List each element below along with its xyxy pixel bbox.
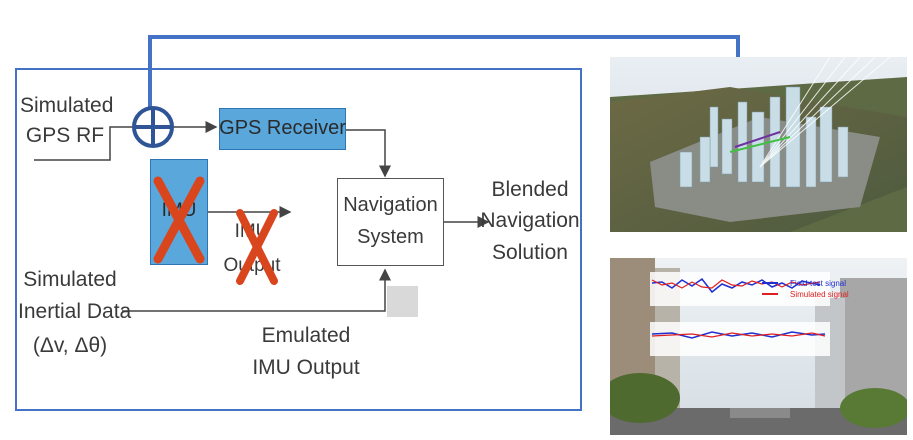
receiver-to-nav-arrow bbox=[346, 129, 391, 178]
chart-series-simulated-top bbox=[651, 279, 821, 289]
simulated-gps-rf-line-2: GPS RF bbox=[25, 124, 105, 147]
gps-rf-input-line bbox=[34, 126, 133, 161]
chart-series-simulated-bottom bbox=[651, 332, 826, 338]
gps-receiver-label: GPS Receiver bbox=[219, 117, 346, 139]
gps-receiver-box bbox=[219, 108, 346, 150]
simulated-inertial-line-1: Simulated bbox=[23, 268, 117, 291]
simulated-inertial-line-3: (Δv, Δθ) bbox=[32, 334, 108, 357]
diagram-frame bbox=[15, 68, 582, 411]
imu-output-cross-icon bbox=[236, 209, 278, 285]
blended-solution-line-3: Solution bbox=[492, 241, 568, 264]
navigation-system-line-1: Navigation bbox=[343, 194, 438, 216]
emulated-imu-output-line-1: Emulated bbox=[261, 324, 351, 347]
simulated-gps-rf-line-1: Simulated bbox=[20, 94, 114, 117]
navigation-system-line-2: System bbox=[357, 226, 424, 248]
chart-legend-field-test: Field-test signal bbox=[790, 279, 847, 288]
city-3d-render bbox=[610, 57, 907, 232]
inertial-to-nav-arrow bbox=[122, 268, 391, 312]
feedback-loop-line bbox=[148, 35, 740, 110]
chart-legend-simulated: Simulated signal bbox=[790, 290, 849, 299]
blended-solution-line-1: Blended bbox=[491, 178, 569, 201]
emulated-imu-output-line-2: IMU Output bbox=[252, 356, 360, 379]
simulated-inertial-line-2: Inertial Data bbox=[18, 300, 132, 323]
summing-junction-icon bbox=[132, 106, 174, 148]
blended-solution-line-2: Navigation bbox=[480, 209, 580, 232]
navigation-system-box bbox=[337, 178, 444, 266]
street-photo-with-chart: Field-test signal Simulated signal bbox=[610, 258, 907, 435]
grey-square bbox=[387, 286, 418, 317]
imu-cross-icon bbox=[153, 176, 205, 264]
